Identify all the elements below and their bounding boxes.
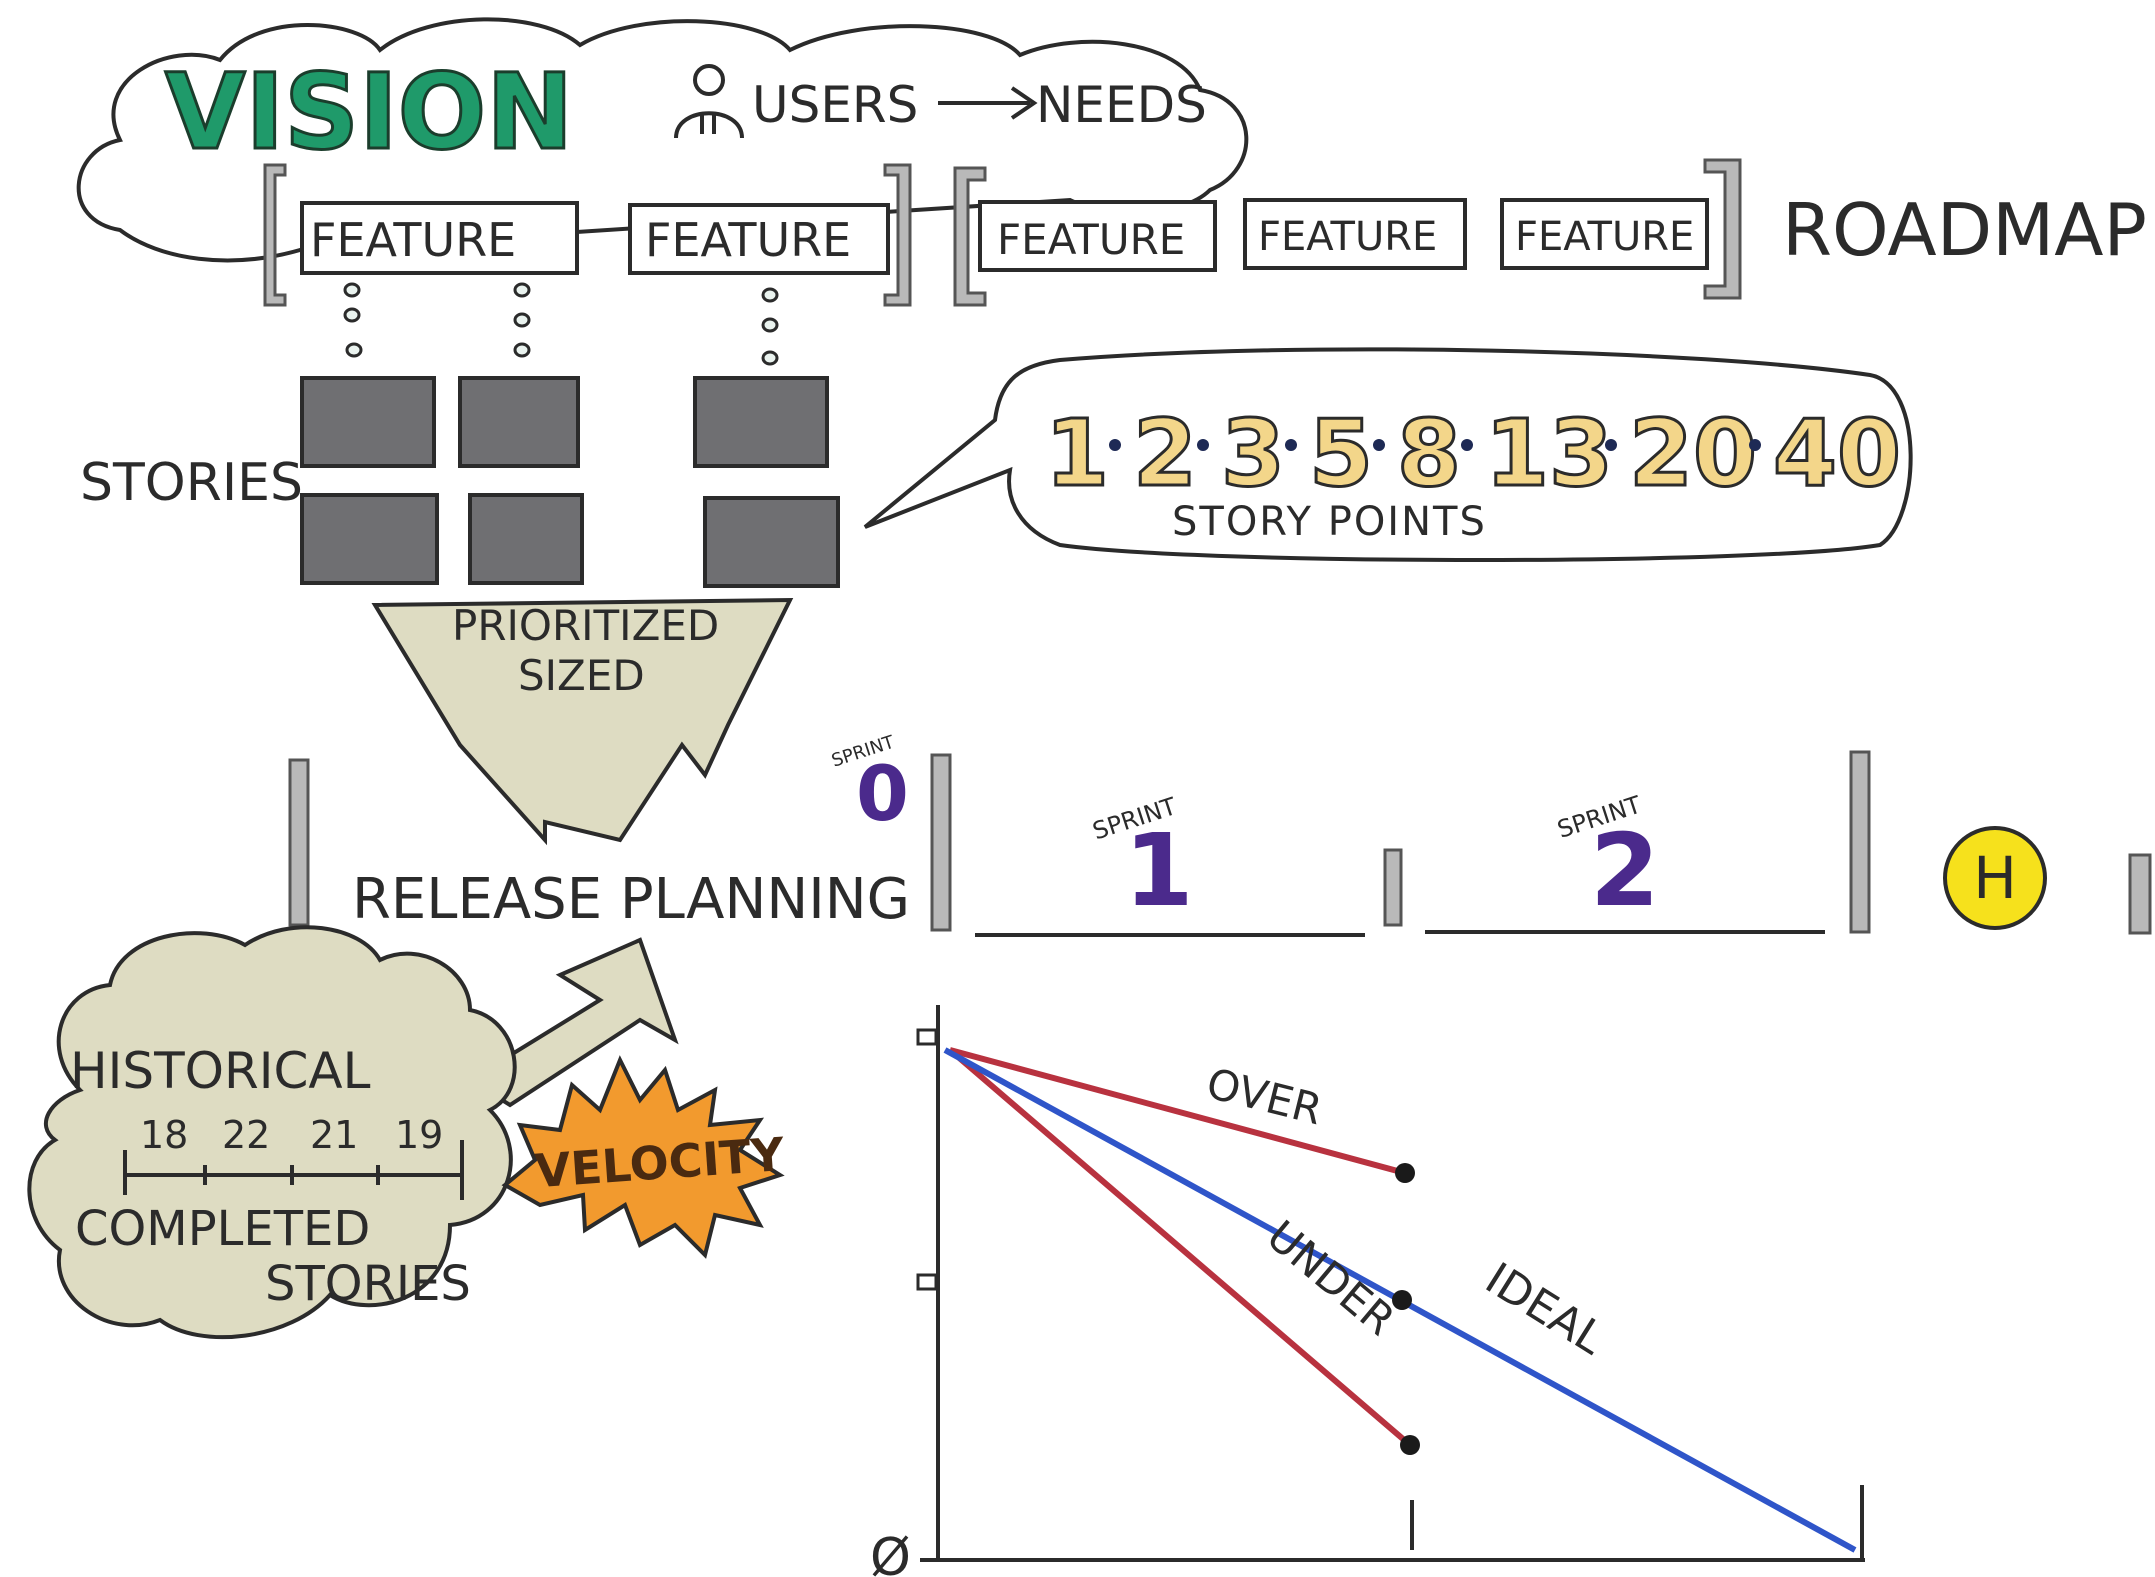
story-point-separator	[1285, 439, 1297, 451]
users-label: USERS	[752, 76, 918, 134]
feature-box-1	[300, 201, 579, 275]
story-point-separator	[1109, 439, 1121, 451]
needs-label: NEEDS	[1036, 76, 1207, 134]
sprint-1-number: 1	[1124, 812, 1194, 929]
story-point-separator	[1461, 439, 1473, 451]
prioritization-funnel	[371, 597, 794, 846]
roadmap-bracket-group-2	[953, 158, 1742, 307]
ideal-midpoint	[1392, 1290, 1412, 1310]
historical-value-4: 19	[395, 1113, 443, 1157]
historical-value-3: 21	[310, 1113, 358, 1157]
person-icon	[674, 64, 744, 139]
story-card	[703, 496, 840, 588]
historical-bottom-2: STORIES	[265, 1256, 471, 1312]
story-card	[693, 376, 829, 468]
story-point-value: 3	[1221, 400, 1285, 507]
sprint-0-divider	[930, 753, 952, 932]
stories-label: STORIES	[80, 453, 303, 513]
story-points-label: STORY POINTS	[1172, 499, 1487, 545]
sprint-1-divider	[1383, 848, 1403, 927]
hardening-sprint-label: H	[1973, 844, 2017, 912]
burndown-chart: Ø OVER UNDER IDEAL	[870, 1005, 1865, 1577]
story-cards	[300, 376, 840, 588]
story-point-separator	[1197, 439, 1209, 451]
under-endpoint	[1400, 1435, 1420, 1455]
story-card	[458, 376, 580, 468]
under-label: UNDER	[1258, 1211, 1405, 1345]
story-card	[300, 376, 436, 468]
vision-title: VISION	[165, 51, 573, 173]
story-points-bubble	[863, 347, 1913, 562]
roadmap-bracket-group-1	[263, 163, 912, 307]
feature-label-3: FEATURE	[997, 215, 1185, 264]
story-point-value: 40	[1773, 400, 1901, 507]
funnel-line-1: PRIORITIZED	[452, 601, 719, 650]
story-card	[468, 493, 584, 585]
feature-box-5	[1500, 198, 1709, 270]
historical-title: HISTORICAL	[70, 1042, 371, 1100]
story-point-value: 2	[1133, 400, 1197, 507]
historical-bottom-1: COMPLETED	[75, 1201, 370, 1257]
historical-axis	[123, 1140, 464, 1200]
story-point-value: 5	[1309, 400, 1373, 507]
funnel-line-2: SIZED	[518, 651, 645, 700]
feature-label-4: FEATURE	[1258, 214, 1437, 260]
arrow-right-icon	[938, 86, 1038, 120]
over-line	[949, 1047, 1406, 1176]
velocity-arrow	[466, 937, 679, 1108]
feature-label-1: FEATURE	[310, 213, 516, 267]
story-point-value: 20	[1629, 400, 1757, 507]
historical-value-1: 18	[140, 1113, 188, 1157]
release-end-marker	[2128, 853, 2152, 935]
feature-box-4	[1243, 198, 1467, 270]
feature-box-2	[628, 203, 890, 275]
sprint-2-divider	[1849, 750, 1871, 934]
feature-label-2: FEATURE	[645, 213, 851, 267]
sprint-0-number: 0	[856, 749, 909, 838]
release-planning-label: RELEASE PLANNING	[352, 867, 910, 932]
velocity-burst	[501, 1055, 785, 1259]
feature-label-5: FEATURE	[1515, 214, 1694, 260]
over-endpoint	[1395, 1163, 1415, 1183]
historical-value-2: 22	[222, 1113, 270, 1157]
feature-story-connectors	[343, 282, 779, 366]
story-point-separator	[1605, 439, 1617, 451]
story-point-value: 8	[1397, 400, 1461, 507]
story-card	[300, 493, 439, 585]
story-point-separator	[1373, 439, 1385, 451]
roadmap-label: ROADMAP	[1782, 188, 2147, 272]
hardening-sprint-badge	[1943, 826, 2047, 930]
burndown-zero-label: Ø	[870, 1528, 911, 1577]
ideal-label: IDEAL	[1477, 1253, 1614, 1365]
release-start-marker	[288, 758, 310, 927]
under-line	[948, 1047, 1412, 1448]
sprint-2-number: 2	[1590, 812, 1660, 929]
story-point-value: 1	[1045, 400, 1109, 507]
story-point-value: 13	[1485, 400, 1613, 507]
feature-box-3	[978, 200, 1217, 272]
story-point-separator	[1749, 439, 1761, 451]
